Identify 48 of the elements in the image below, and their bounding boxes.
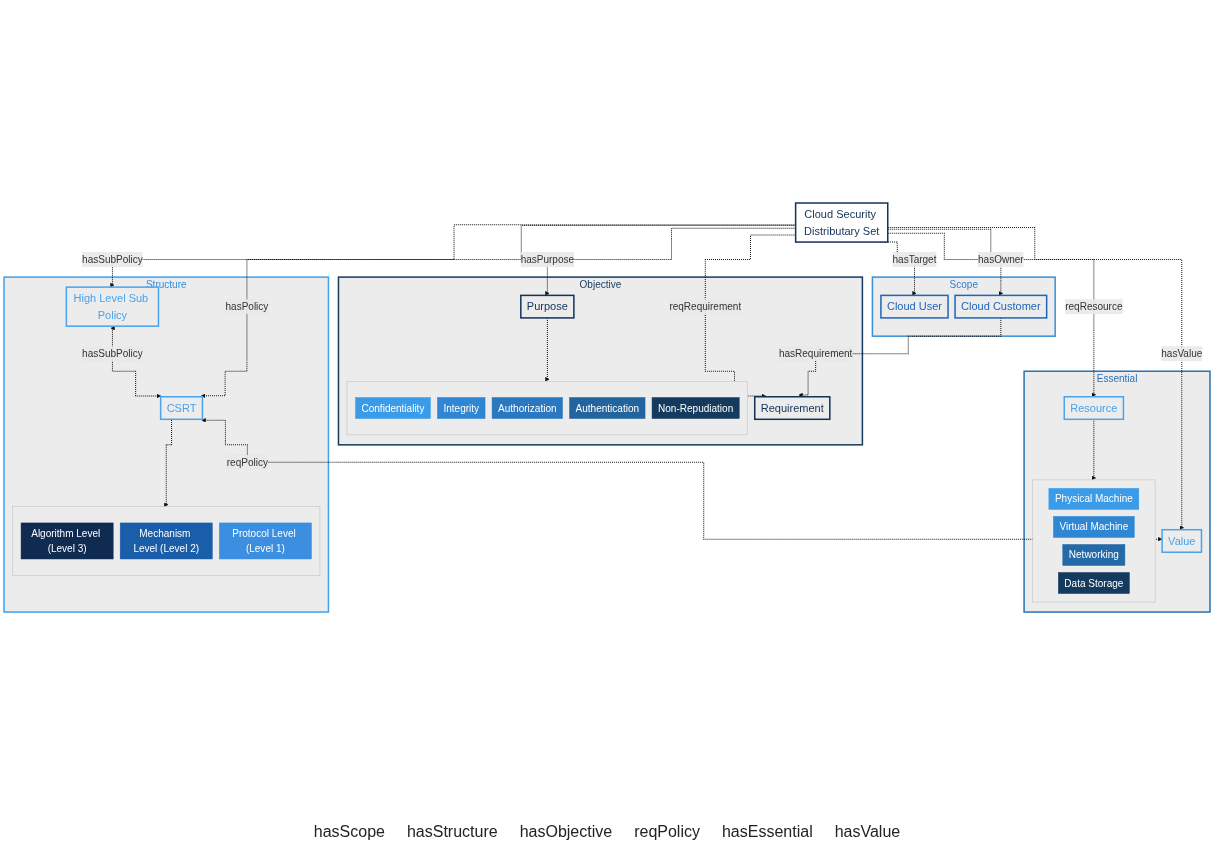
node-box: Cloud User bbox=[880, 294, 949, 319]
node-box: Virtual Machine bbox=[1053, 516, 1135, 538]
node-box: Purpose bbox=[520, 294, 575, 319]
node-box: Cloud Security Distributary Set bbox=[794, 202, 889, 243]
arrow bbox=[887, 228, 1097, 397]
node-box: Resource bbox=[1063, 396, 1125, 420]
arrow bbox=[887, 227, 1184, 530]
connector-label: hasEssential bbox=[721, 823, 813, 842]
edge-label: hasOwner bbox=[978, 254, 1024, 266]
arrow bbox=[545, 317, 550, 382]
edge-label: hasPolicy bbox=[225, 301, 269, 313]
edge-label: hasTarget bbox=[892, 254, 937, 266]
connector-label: hasStructure bbox=[406, 823, 498, 842]
node-box: Data Storage bbox=[1058, 572, 1130, 594]
edge-label: reqResource bbox=[1065, 301, 1123, 313]
cluster bbox=[346, 380, 748, 436]
edge-label: reqRequirement bbox=[669, 301, 742, 313]
arrow bbox=[110, 326, 162, 399]
connector-label: hasScope bbox=[313, 823, 385, 842]
node-box: High Level Sub Policy bbox=[65, 286, 160, 327]
node-box: Networking bbox=[1062, 544, 1126, 566]
node-box: Algorithm Level (Level 3) bbox=[20, 522, 114, 560]
node-box: Authorization bbox=[491, 397, 563, 419]
node-box: Cloud Customer bbox=[954, 294, 1048, 319]
edge-label: hasSubPolicy bbox=[82, 348, 143, 360]
node-box: Physical Machine bbox=[1048, 488, 1140, 510]
edge-label: hasPurpose bbox=[520, 254, 575, 266]
node-box: Integrity bbox=[437, 397, 486, 419]
node-box: Requirement bbox=[754, 396, 831, 420]
arrow bbox=[201, 418, 1163, 542]
cluster bbox=[12, 506, 321, 576]
connector-label: reqPolicy bbox=[634, 823, 700, 842]
edge-label: hasSubPolicy bbox=[82, 254, 143, 266]
node-box: Protocol Level (Level 1) bbox=[219, 522, 312, 560]
node-box: CSRT bbox=[159, 396, 204, 420]
arrow bbox=[1091, 418, 1097, 481]
connector-label: hasObjective bbox=[519, 823, 613, 842]
cluster bbox=[1032, 479, 1156, 603]
node-box: Authentication bbox=[569, 397, 646, 419]
node-box: Mechanism Level (Level 2) bbox=[119, 522, 213, 560]
edge-label: reqPolicy bbox=[226, 456, 268, 468]
arrow bbox=[887, 232, 1004, 296]
node-box: Value bbox=[1161, 528, 1203, 553]
connector-label: hasValue bbox=[834, 823, 901, 842]
edge-label: hasValue bbox=[1161, 348, 1203, 360]
node-box: Confidentiality bbox=[355, 397, 431, 419]
edge-label: hasRequirement bbox=[778, 348, 853, 360]
node-box: Non-Repudiation bbox=[651, 397, 740, 419]
